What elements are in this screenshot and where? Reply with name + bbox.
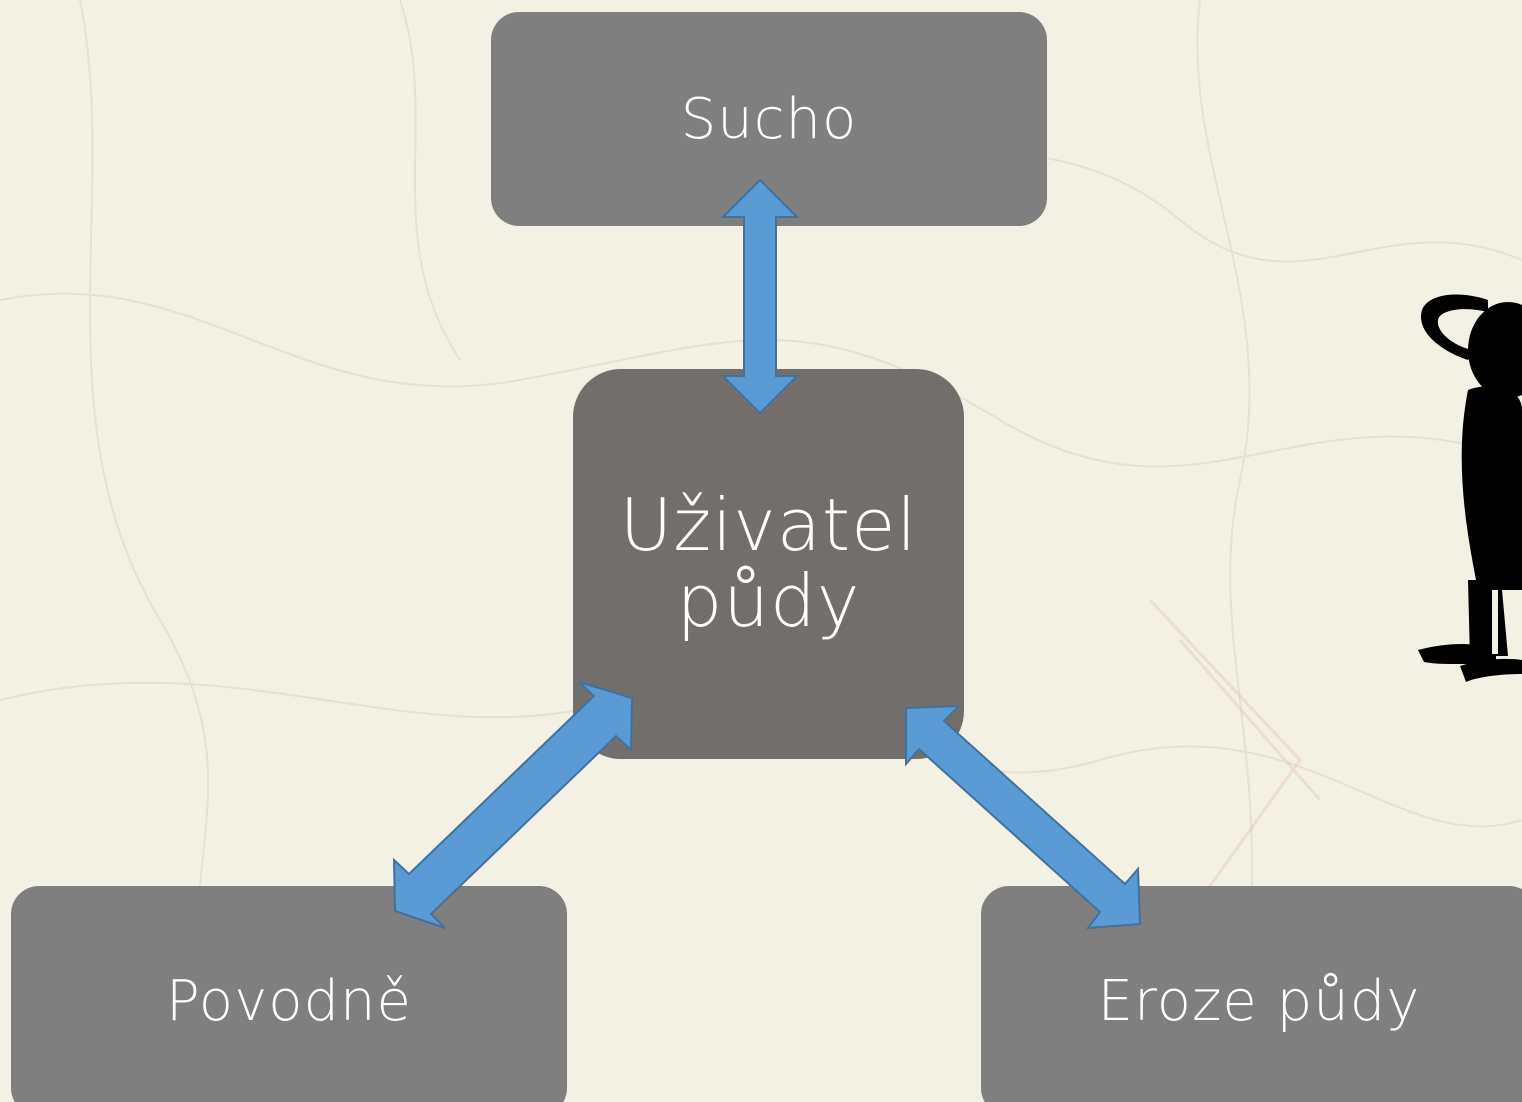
thinking-person-icon [1418,294,1522,682]
node-eroze-label: Eroze půdy [1097,968,1421,1034]
node-center-label-line2: půdy [676,559,861,643]
node-center-label-line1: Uživatel [619,483,918,568]
node-eroze-pudy: Eroze půdy [981,886,1522,1102]
node-povodne-label: Povodně [166,968,412,1034]
node-sucho-label: Sucho [680,86,858,152]
node-sucho: Sucho [491,12,1047,226]
node-uzivatel-pudy: Uživatel půdy [573,369,964,759]
node-povodne: Povodně [11,886,567,1102]
